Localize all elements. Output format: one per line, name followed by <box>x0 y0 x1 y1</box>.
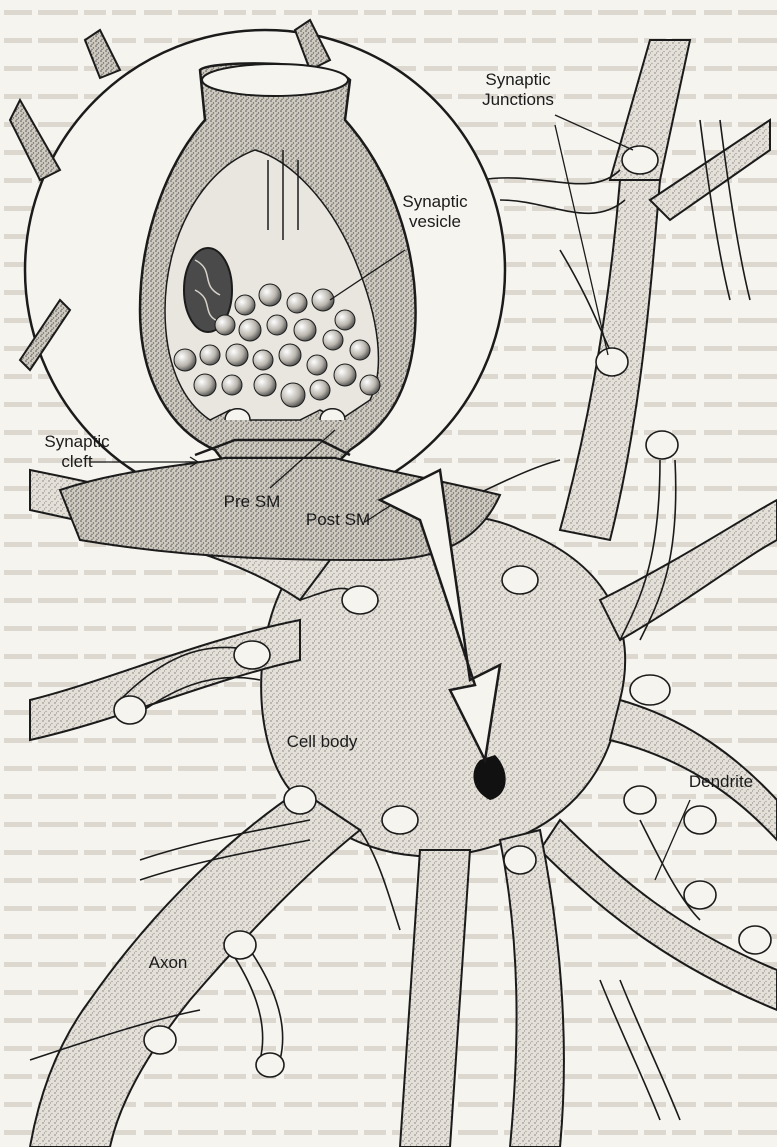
label-synaptic-cleft: Synaptic cleft <box>32 432 122 472</box>
label-cell-body: Cell body <box>272 732 372 752</box>
label-synaptic-junctions: Synaptic Junctions <box>463 70 573 110</box>
terminal-opening <box>202 64 348 96</box>
label-post-sm: Post SM <box>298 510 378 530</box>
label-axon: Axon <box>138 953 198 973</box>
label-dendrite: Dendrite <box>676 772 766 792</box>
label-synaptic-vesicle: Synaptic vesicle <box>390 192 480 232</box>
label-pre-sm: Pre SM <box>212 492 292 512</box>
